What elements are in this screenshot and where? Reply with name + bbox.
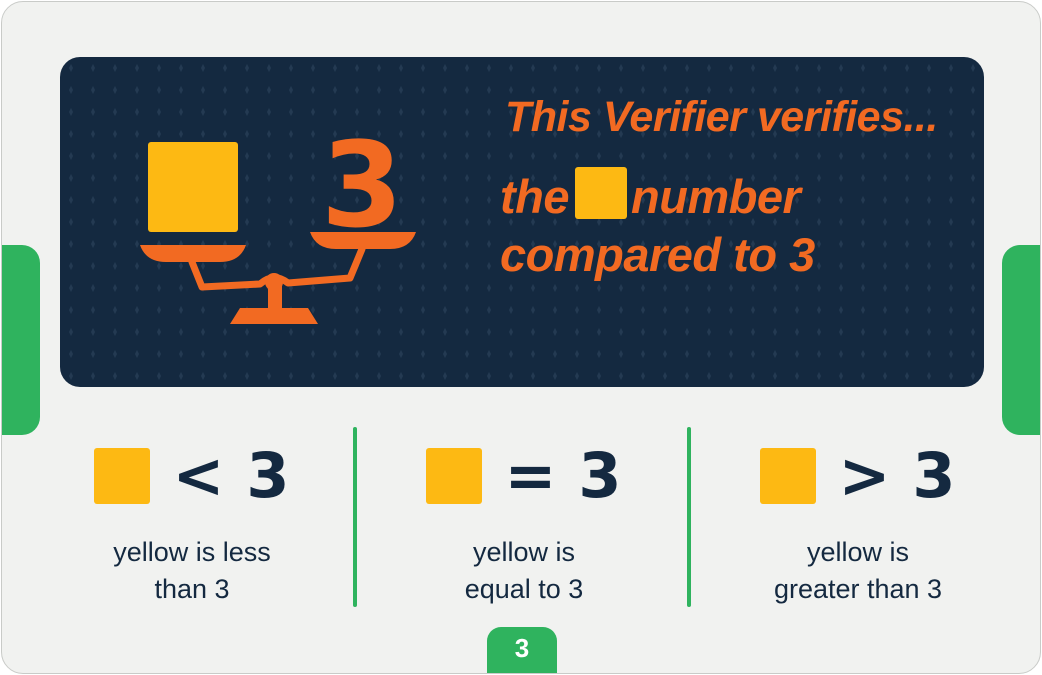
- banner-heading: This Verifier verifies...: [505, 93, 938, 141]
- verifier-banner: 3 This Verifier verifies... the number co…: [60, 57, 984, 387]
- subheading-line1-start: the: [500, 170, 570, 223]
- comparison-description: yellow is less than 3: [113, 537, 271, 604]
- comparison-number: 3: [246, 439, 290, 512]
- comparison-description: yellow is equal to 3: [464, 537, 584, 604]
- comparison-greater-than: > 3 yellow is greater than 3: [698, 442, 1018, 612]
- less-than-operator: <: [172, 439, 225, 512]
- greater-than-operator: >: [838, 439, 891, 512]
- column-divider: [353, 427, 357, 607]
- left-side-tab: [2, 245, 40, 435]
- comparison-number: 3: [578, 439, 622, 512]
- comparison-expression: = 3: [364, 444, 684, 508]
- column-divider: [687, 427, 691, 607]
- scale-number: 3: [321, 116, 403, 254]
- page-number: 3: [487, 627, 557, 673]
- right-side-tab: [1002, 245, 1040, 435]
- comparison-description: yellow is greater than 3: [773, 537, 943, 604]
- comparison-number: 3: [912, 439, 956, 512]
- subheading-line1-end: number: [631, 170, 801, 223]
- comparison-expression: > 3: [698, 444, 1018, 508]
- balance-scale-icon: 3: [140, 116, 416, 324]
- yellow-square-icon: [426, 448, 483, 504]
- yellow-square-icon: [575, 167, 627, 219]
- subheading-line2: compared to 3: [500, 228, 815, 281]
- yellow-square-icon: [760, 448, 817, 504]
- yellow-square-icon: [94, 448, 151, 504]
- banner-subheading: the number compared to 3: [500, 167, 960, 284]
- equals-operator: =: [504, 439, 557, 512]
- comparison-less-than: < 3 yellow is less than 3: [32, 442, 352, 612]
- comparison-equal-to: = 3 yellow is equal to 3: [364, 442, 684, 612]
- comparison-expression: < 3: [32, 444, 352, 508]
